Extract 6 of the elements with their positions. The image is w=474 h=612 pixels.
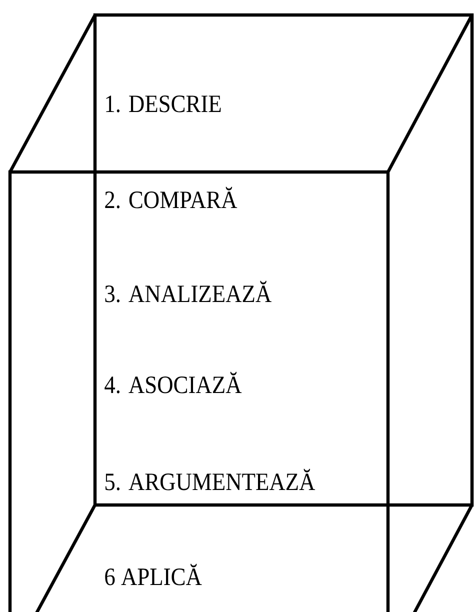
list-item: 4. ASOCIAZĂ	[104, 372, 242, 394]
list-item: 1. DESCRIE	[106, 96, 221, 112]
list-item: 3. ANALIZEAZĂ	[105, 280, 272, 302]
list-item: 5. ARGUMENTEAZĂ	[105, 468, 316, 490]
list-item: 2. COMPARĂ	[105, 186, 238, 208]
list-item: 6 APLICĂ	[105, 564, 202, 586]
